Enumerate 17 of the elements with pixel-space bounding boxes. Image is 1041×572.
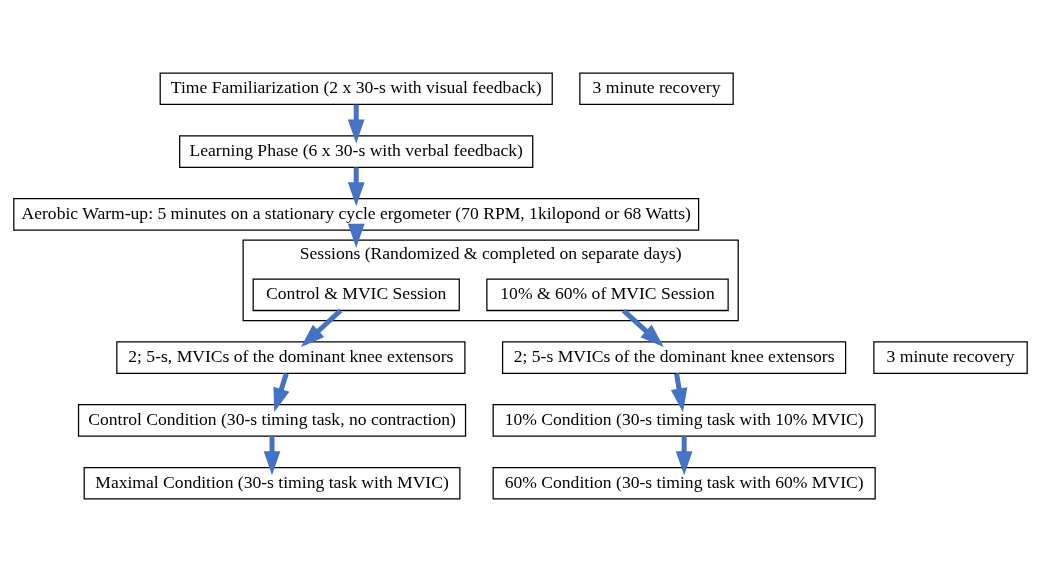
arrow <box>347 223 365 248</box>
node-box: 3 minute recovery <box>873 341 1028 374</box>
node-box: Time Familiarization (2 x 30-s with visual feedback) <box>159 72 553 106</box>
arrow <box>670 373 688 413</box>
node-box: Maximal Condition (30-s timing task with MVIC) <box>83 466 461 500</box>
arrow <box>621 308 664 347</box>
node-box: 3 minute recovery <box>579 72 734 106</box>
node-box: 10% Condition (30-s timing task with 10% MVIC) <box>492 404 876 437</box>
node-box: 2; 5-s MVICs of the dominant knee extensors <box>501 341 847 374</box>
node-box: 2; 5-s, MVICs of the dominant knee extensors <box>116 341 466 374</box>
arrow <box>300 308 343 348</box>
arrow <box>273 372 290 412</box>
node-box: 10% & 60% of MVIC Session <box>486 278 729 312</box>
node-box: 60% Condition (30-s timing task with 60% MVIC) <box>492 466 876 500</box>
node-box: Learning Phase (6 x 30-s with verbal feedback) <box>179 135 534 168</box>
node-box: Control & MVIC Session <box>252 278 460 312</box>
node-box: Control Condition (30-s timing task, no contraction) <box>77 404 467 437</box>
